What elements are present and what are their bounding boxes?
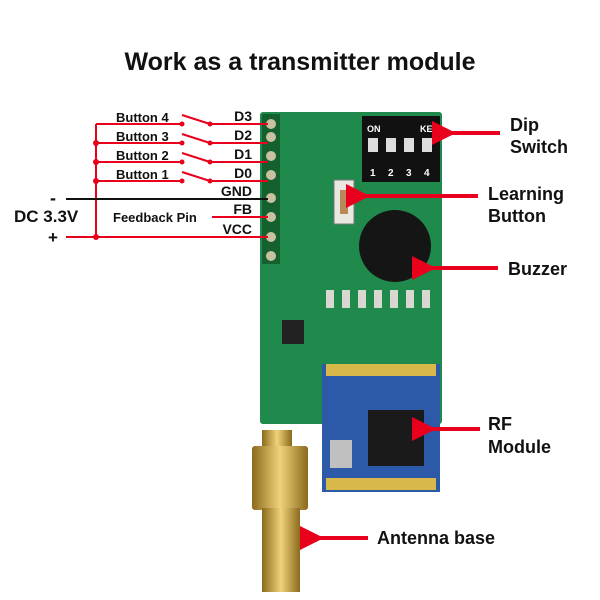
minus-label: - (50, 188, 56, 208)
pin-vcc-label: VCC (222, 221, 252, 237)
regulator-chip (282, 320, 304, 344)
antenna-mount (262, 430, 292, 450)
button-2-label: Button 2 (116, 148, 169, 163)
callout-arrows (300, 121, 500, 550)
rf-module-label: RF (488, 414, 512, 434)
dip-levers (368, 138, 432, 152)
learning-button-cap (340, 190, 348, 214)
pin-gnd-label: GND (221, 183, 252, 199)
dip-switch-label: Switch (510, 137, 568, 157)
pin-d0-label: D0 (234, 165, 252, 181)
header-pins (266, 119, 276, 261)
dip-on-label: ON (367, 124, 381, 134)
buzzer-label: Buzzer (508, 259, 567, 279)
pcb-board (260, 112, 442, 424)
smd-pads (326, 290, 430, 308)
pin-d3-label: D3 (234, 108, 252, 124)
learning-button-label: Learning (488, 184, 564, 204)
pin-fb-label: FB (233, 201, 252, 217)
rf-pins (326, 364, 436, 490)
dip-switch-label: Dip (510, 115, 539, 135)
pin-header (262, 114, 280, 264)
button-4-label: Button 4 (116, 110, 169, 125)
dip-number: 3 (406, 168, 412, 179)
antenna-base (252, 446, 308, 510)
button-3-label: Button 3 (116, 129, 169, 144)
buzzer (359, 210, 431, 282)
wire-junctions (93, 121, 213, 240)
dip-number: 4 (424, 168, 430, 179)
dip-number: 2 (388, 168, 394, 179)
page-title: Work as a transmitter module (124, 48, 475, 76)
button-1-label: Button 1 (116, 167, 169, 182)
dip-number: 1 (370, 168, 376, 179)
dip-ke-label: KE (420, 124, 433, 134)
rf-chip (368, 410, 424, 466)
learning-button-label: Button (488, 206, 546, 226)
antenna-thread (262, 508, 300, 592)
rf-module-label: Module (488, 437, 551, 457)
crystal (330, 440, 352, 468)
plus-label: + (48, 228, 58, 247)
feedback-pin-label: Feedback Pin (113, 210, 197, 225)
pin-d1-label: D1 (234, 146, 252, 162)
antenna-base-label: Antenna base (377, 528, 495, 548)
pin-d2-label: D2 (234, 127, 252, 143)
power-label: DC 3.3V (14, 207, 79, 226)
